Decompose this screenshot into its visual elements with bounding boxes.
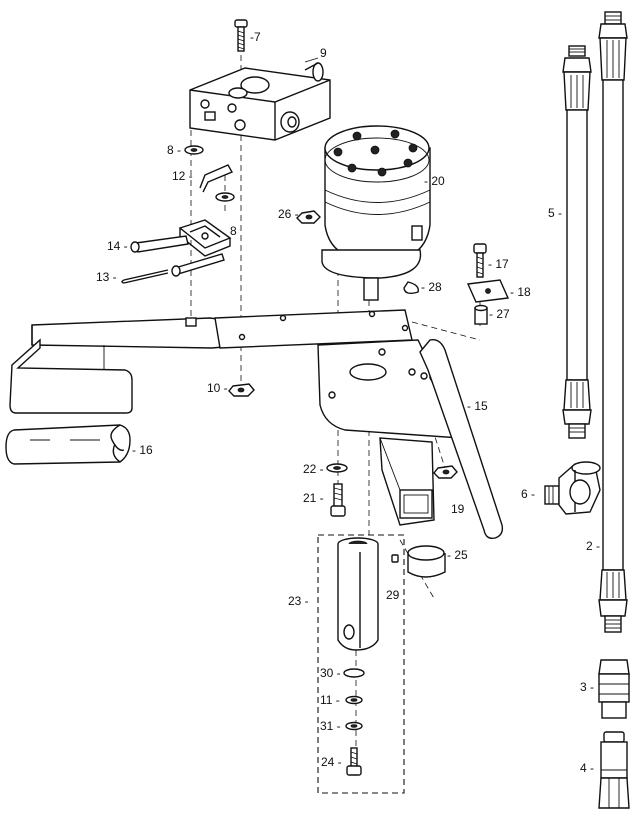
part-24-screw [346,747,362,776]
part-10-nut [228,383,255,397]
callout-7: -7 [250,30,261,44]
callout-24: 24 - [321,755,342,769]
part-17-bolt [473,243,487,278]
part-15-frame [9,309,504,540]
callout-10: 10 - [207,381,228,395]
part-28-key [403,281,419,295]
part-13-pin [121,269,169,284]
part-3-coupler [598,659,630,719]
callout-20: - 20 [424,174,445,188]
part-29-set-screw [391,554,399,563]
part-27-spacer [474,304,488,325]
callout-25: - 25 [447,548,468,562]
callout-26: 26 - [278,207,299,221]
callout-27: - 27 [489,307,510,321]
part-31-lock-washer [345,721,363,731]
callout-11: 11 - [320,693,340,707]
callout-17: - 17 [488,257,509,271]
callout-2: 2 - [586,539,600,553]
part-9-valve-block [189,62,331,141]
callout-4: 4 - [580,761,594,775]
callout-18: - 18 [510,285,531,299]
part-30-washer [343,668,365,678]
part-5-hose [562,45,592,439]
part-25-bushing [407,545,446,578]
part-2-hose [598,11,628,633]
callout-19: 19 [451,502,465,516]
callout-22: 22 - [303,462,324,476]
motor-bolts [333,129,418,177]
callout-labels: 2 - 3 - 4 - 5 - 6 - -7 8 - 8 9 10 - 11 -… [96,30,600,775]
callout-3: 3 - [580,680,594,694]
callout-12: 12 - [172,169,193,183]
callout-6: 6 - [521,487,535,501]
part-26-nut [296,210,321,224]
callout-14: 14 - [107,239,128,253]
callout-30: 30 - [320,666,341,680]
part-7-screw [234,19,248,52]
callout-21: 21 - [303,491,324,505]
callout-23: 23 - [288,594,309,608]
callout-8a: 8 - [167,143,181,157]
part-14-lever [130,219,232,277]
part-11-washer [345,695,363,705]
callout-16: - 16 [132,443,153,457]
callout-31: 31 - [320,719,341,733]
part-19-nut [433,465,458,479]
part-4-nipple [598,731,630,809]
callout-5: 5 - [548,206,562,220]
part-6-elbow [544,461,601,515]
part-18-plate [466,279,510,303]
callout-28: - 28 [421,280,442,294]
callout-13: 13 - [96,270,117,284]
callout-8b: 8 [230,224,237,238]
part-12-link [199,164,234,193]
part-16-grip [5,424,131,465]
part-8-washer-upper [184,145,204,155]
callout-15: - 15 [467,399,488,413]
part-22-washer [326,463,348,473]
callout-9: 9 [320,46,327,60]
part-21-bolt [330,483,346,517]
part-23-kit-outline [317,534,405,794]
callout-29: 29 [386,588,400,602]
part-20-motor [321,125,431,301]
part-8-washer-lower [215,192,235,202]
part-23-housing [337,537,379,651]
